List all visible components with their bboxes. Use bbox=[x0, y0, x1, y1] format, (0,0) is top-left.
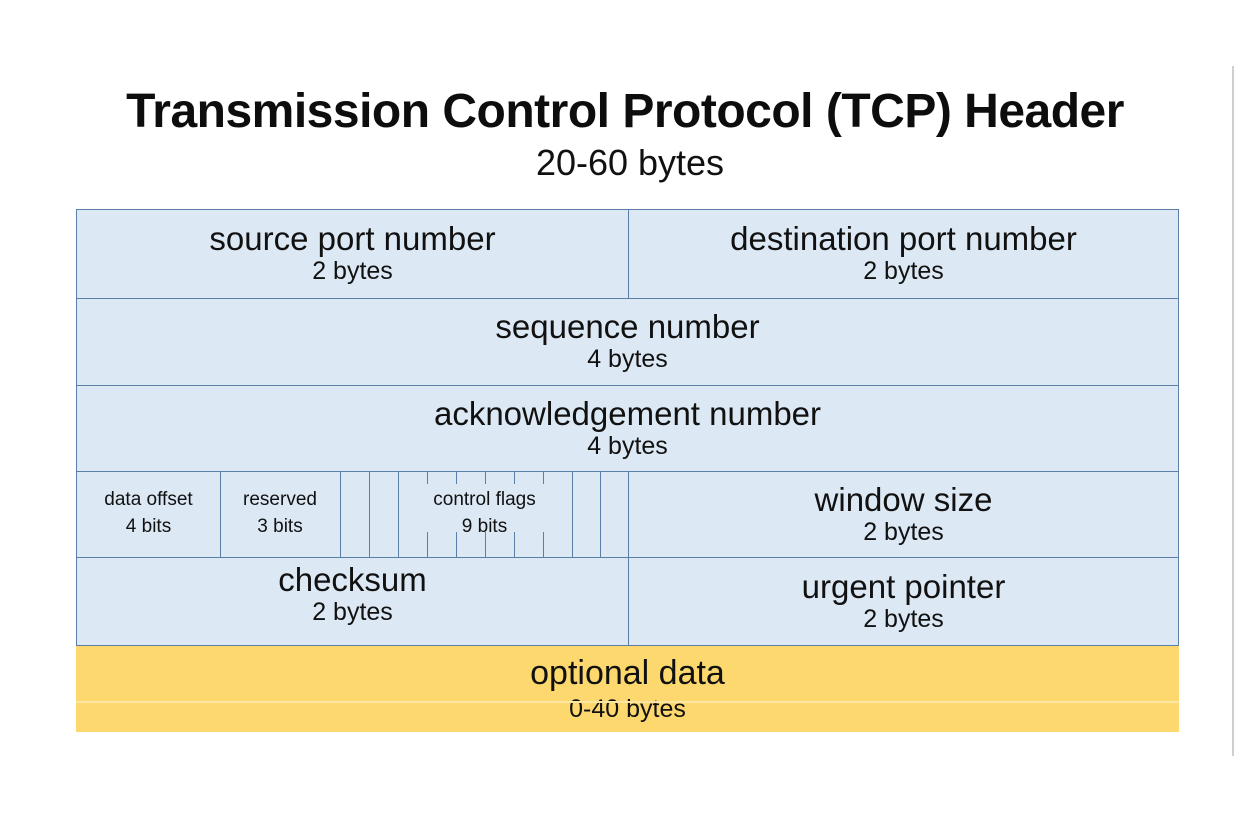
data-offset-cell bbox=[77, 472, 221, 557]
urgent-pointer-field: urgent pointer 2 bytes bbox=[628, 557, 1179, 646]
field-name: source port number bbox=[209, 220, 496, 257]
diagram-title: Transmission Control Protocol (TCP) Head… bbox=[126, 85, 1124, 138]
source-port-field: source port number 2 bytes bbox=[76, 209, 629, 299]
field-size: 2 bytes bbox=[863, 517, 944, 546]
field-size: 0-40 bytes bbox=[569, 695, 686, 723]
divider-line bbox=[1232, 66, 1234, 756]
flag-divider bbox=[427, 532, 428, 559]
field-size: 2 bytes bbox=[863, 604, 944, 633]
field-size: 9 bits bbox=[461, 516, 508, 537]
flag-divider bbox=[514, 532, 515, 559]
flag-divider bbox=[456, 472, 457, 484]
field-size: 2 bytes bbox=[863, 257, 944, 285]
flag-divider bbox=[514, 472, 515, 484]
field-name: optional data bbox=[530, 654, 725, 692]
field-size: 4 bytes bbox=[587, 345, 668, 373]
field-name: control flags bbox=[433, 489, 536, 510]
field-size: 4 bits bbox=[125, 516, 172, 537]
optional-data-band bbox=[76, 701, 1179, 703]
reserved-cell bbox=[220, 472, 341, 557]
window-size-field: window size 2 bytes bbox=[628, 471, 1179, 558]
diagram-subtitle: 20-60 bytes bbox=[535, 142, 725, 183]
data-offset-label: data offset 4 bits bbox=[77, 486, 220, 540]
destination-port-field: destination port number 2 bytes bbox=[628, 209, 1179, 299]
flag-divider bbox=[485, 532, 486, 559]
control-flags-label: control flags 9 bits bbox=[417, 486, 552, 540]
field-size: 3 bits bbox=[257, 516, 303, 537]
field-name: data offset bbox=[104, 489, 193, 510]
optional-data-field: optional data 0-40 bytes bbox=[76, 646, 1179, 732]
flag-divider bbox=[600, 472, 601, 559]
checksum-field: checksum 2 bytes bbox=[76, 557, 629, 646]
flag-divider bbox=[427, 472, 428, 484]
field-size: 2 bytes bbox=[312, 257, 393, 285]
acknowledgement-number-field: acknowledgement number 4 bytes bbox=[76, 385, 1179, 472]
flag-divider bbox=[369, 472, 370, 559]
field-name: urgent pointer bbox=[801, 567, 1006, 605]
field-name: checksum bbox=[278, 561, 427, 598]
flag-divider bbox=[543, 532, 544, 559]
field-name: sequence number bbox=[495, 308, 760, 345]
field-name: window size bbox=[814, 480, 993, 518]
tcp-header-diagram: source port number 2 bytes destination p… bbox=[76, 209, 1179, 732]
flag-divider bbox=[456, 532, 457, 559]
flag-divider bbox=[543, 472, 544, 484]
field-name: reserved bbox=[243, 489, 317, 510]
field-size: 4 bytes bbox=[587, 431, 668, 460]
flag-divider bbox=[398, 472, 399, 559]
reserved-label: reserved 3 bits bbox=[220, 486, 340, 540]
offset-reserved-flags-field: data offset 4 bits reserved 3 bits contr… bbox=[76, 471, 629, 559]
flag-divider bbox=[572, 472, 573, 559]
sequence-number-field: sequence number 4 bytes bbox=[76, 298, 1179, 386]
field-name: destination port number bbox=[730, 220, 1077, 257]
field-size: 2 bytes bbox=[312, 598, 393, 626]
flag-divider bbox=[485, 472, 486, 484]
field-name: acknowledgement number bbox=[433, 394, 822, 432]
